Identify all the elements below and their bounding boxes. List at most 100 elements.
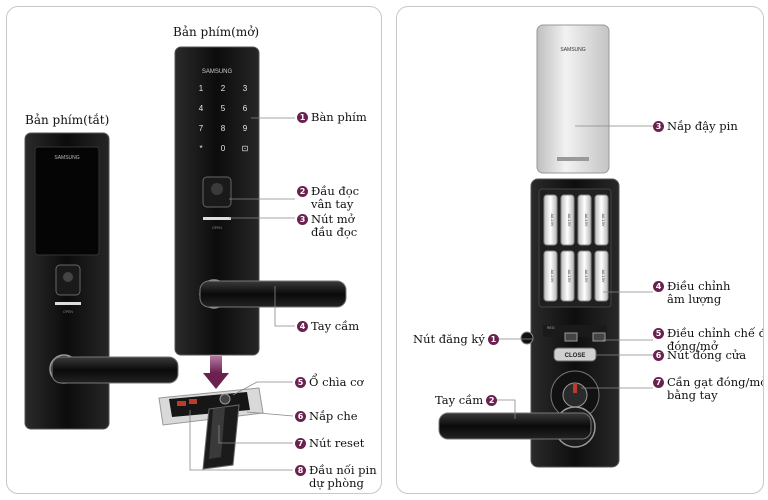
- callout-text: Tay cầm: [311, 319, 360, 333]
- brand-text: SAMSUNG: [54, 155, 79, 161]
- battery-label: AA 1.5V: [584, 214, 588, 227]
- battery-cell: [577, 194, 592, 246]
- brand-text-open: SAMSUNG: [202, 69, 233, 75]
- cover-brand-text: SAMSUNG: [560, 47, 585, 53]
- battery-label: AA 1.5V: [550, 214, 554, 227]
- battery-cover-illustration: SAMSUNG: [536, 24, 610, 174]
- callout-number-badge: 5: [653, 328, 664, 339]
- callout-text: Cần gạt đóng/mở: [667, 375, 764, 389]
- callout-number-badge: 7: [653, 377, 664, 388]
- callout-text: Bàn phím: [311, 110, 367, 124]
- keypad-key: 2: [221, 84, 226, 93]
- close-button-label: CLOSE: [565, 353, 586, 359]
- callout-text: dự phòng: [309, 476, 364, 490]
- callout-text: Nút đăng ký: [413, 332, 485, 346]
- callout-text: Nút mở: [311, 212, 355, 226]
- battery-label: AA 1.5V: [550, 270, 554, 283]
- callout-text: Nắp đậy pin: [667, 119, 738, 133]
- callout-text: Điều chỉnh chế độ: [667, 326, 764, 340]
- keypad-key: ⊡: [242, 144, 249, 153]
- callout-number-badge: 1: [487, 334, 499, 345]
- right-leader-lines: [496, 125, 653, 419]
- battery-cell: [543, 194, 558, 246]
- keypad-key: 9: [243, 124, 248, 133]
- callout-text: Nút đóng cửa: [667, 348, 747, 362]
- callout-text: Nắp che: [309, 409, 358, 423]
- battery-cell: [560, 194, 575, 246]
- open-text: OPEN: [63, 310, 73, 314]
- keypad-key: 0: [221, 144, 226, 153]
- callout-number-badge: 1: [297, 112, 308, 123]
- callout-number-badge: 4: [653, 281, 664, 292]
- lock-back-illustration: AA 1.5V AA 1.5V AA 1.5V AA 1.5V AA 1.5V AA 1.…: [438, 178, 620, 468]
- callout-number-badge: 6: [653, 350, 664, 361]
- down-arrow-icon: [203, 356, 229, 389]
- callout-text: vân tay: [311, 197, 354, 211]
- keypad-key: 6: [243, 104, 248, 113]
- keypad-key: 7: [199, 124, 204, 133]
- battery-label: AA 1.5V: [567, 214, 571, 227]
- callout-number-badge: 5: [295, 377, 306, 388]
- reg-button-label: REG: [547, 326, 555, 330]
- battery-label: AA 1.5V: [567, 270, 571, 283]
- keypad-key: *: [199, 144, 202, 153]
- callout-text: bằng tay: [667, 388, 718, 402]
- callout-number-badge: 7: [295, 438, 306, 449]
- battery-label: AA 1.5V: [601, 270, 605, 283]
- lock-closed-illustration: SAMSUNG OPEN: [24, 132, 179, 430]
- callout-text: Đầu nối pin: [309, 463, 377, 477]
- keypad-on-title: Bản phím(mở): [173, 25, 260, 39]
- battery-pack: AA 1.5V AA 1.5V AA 1.5V AA 1.5V AA 1.5V AA 1.…: [543, 194, 609, 302]
- battery-cell: [560, 250, 575, 302]
- callout-text: đóng/mở: [667, 339, 718, 353]
- open-text-open: OPEN: [212, 226, 222, 230]
- battery-cell: [594, 250, 609, 302]
- keypad-key: 4: [199, 104, 204, 113]
- callout-number-badge: 2: [297, 186, 308, 197]
- callout-text: đầu đọc: [311, 225, 358, 239]
- battery-cell: [594, 194, 609, 246]
- callout-number-badge: 3: [297, 214, 308, 225]
- callout-text: Điều chỉnh: [667, 279, 731, 293]
- callout-text: Ổ chìa cơ: [309, 375, 364, 389]
- battery-label: AA 1.5V: [601, 214, 605, 227]
- battery-cell: [577, 250, 592, 302]
- cover-module-illustration: [158, 387, 264, 470]
- callout-text: âm lượng: [667, 292, 722, 306]
- battery-label: AA 1.5V: [584, 270, 588, 283]
- callout-number-badge: 4: [297, 321, 308, 332]
- callout-text: Đầu đọc: [311, 184, 360, 198]
- keypad-key: 5: [221, 104, 226, 113]
- battery-cell: [543, 250, 558, 302]
- left-panel: SAMSUNG OPEN SAMSUNG 1 2 3 4 5 6 7 8 9 * 0 ⊡ OPEN: [6, 6, 382, 494]
- keypad-key: 3: [243, 84, 248, 93]
- keypad-key: 1: [199, 84, 204, 93]
- callout-text: Nút reset: [309, 436, 365, 450]
- callout-text: Tay cầm: [435, 393, 484, 407]
- callout-number-badge: 3: [653, 121, 664, 132]
- left-leader-lines: [189, 117, 295, 471]
- keypad-off-title: Bản phím(tắt): [25, 113, 110, 127]
- callout-number-badge: 8: [295, 465, 306, 476]
- callout-number-badge: 2: [486, 395, 498, 406]
